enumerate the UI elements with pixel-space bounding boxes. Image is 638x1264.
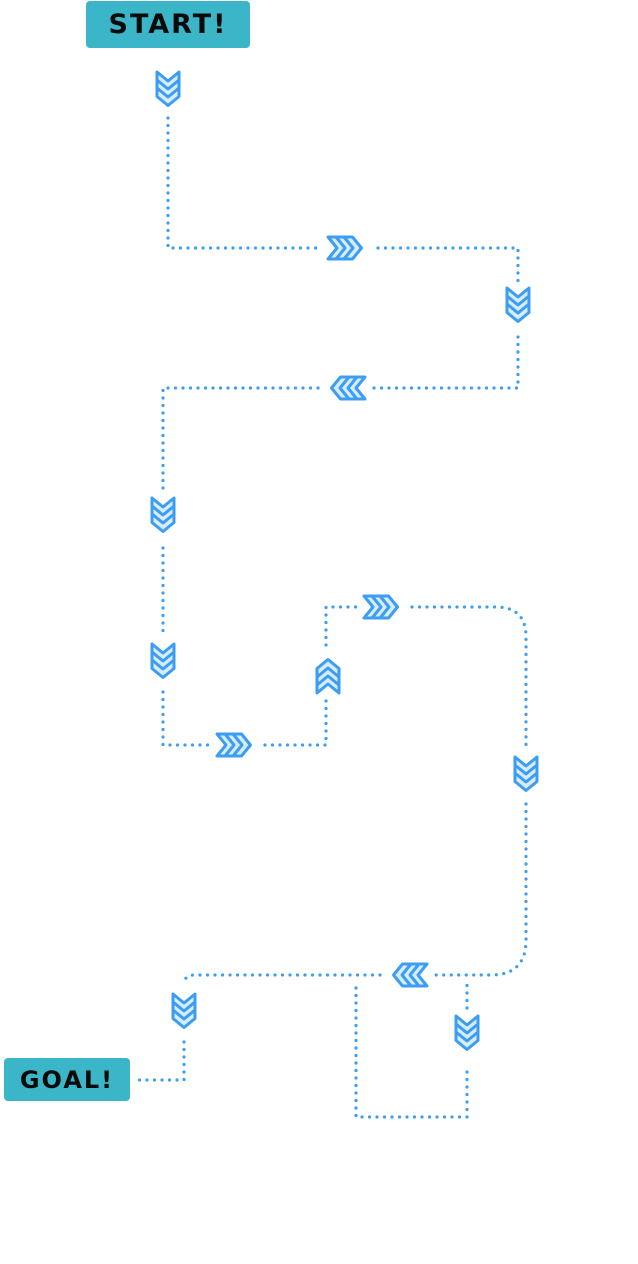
arrow-down-icon [507,288,529,322]
goal-label-text: GOAL! [19,1065,115,1094]
arrow-up-icon [317,660,339,694]
arrow-right-icon [328,237,362,259]
arrow-right-icon [364,596,398,618]
arrow-down-icon [152,644,174,678]
arrow-down-icon [456,1016,478,1050]
arrow-down-icon [157,72,179,106]
arrow-right-icon [217,734,251,756]
start-label-text: START! [108,9,228,40]
arrow-left-icon [394,964,428,986]
arrow-down-icon [515,757,537,791]
arrow-left-icon [332,377,366,399]
dotted-route [132,116,528,1119]
arrow-down-icon [173,994,195,1028]
goal-label: GOAL! [4,1058,130,1101]
start-label: START! [86,1,250,48]
arrow-down-icon [152,498,174,532]
